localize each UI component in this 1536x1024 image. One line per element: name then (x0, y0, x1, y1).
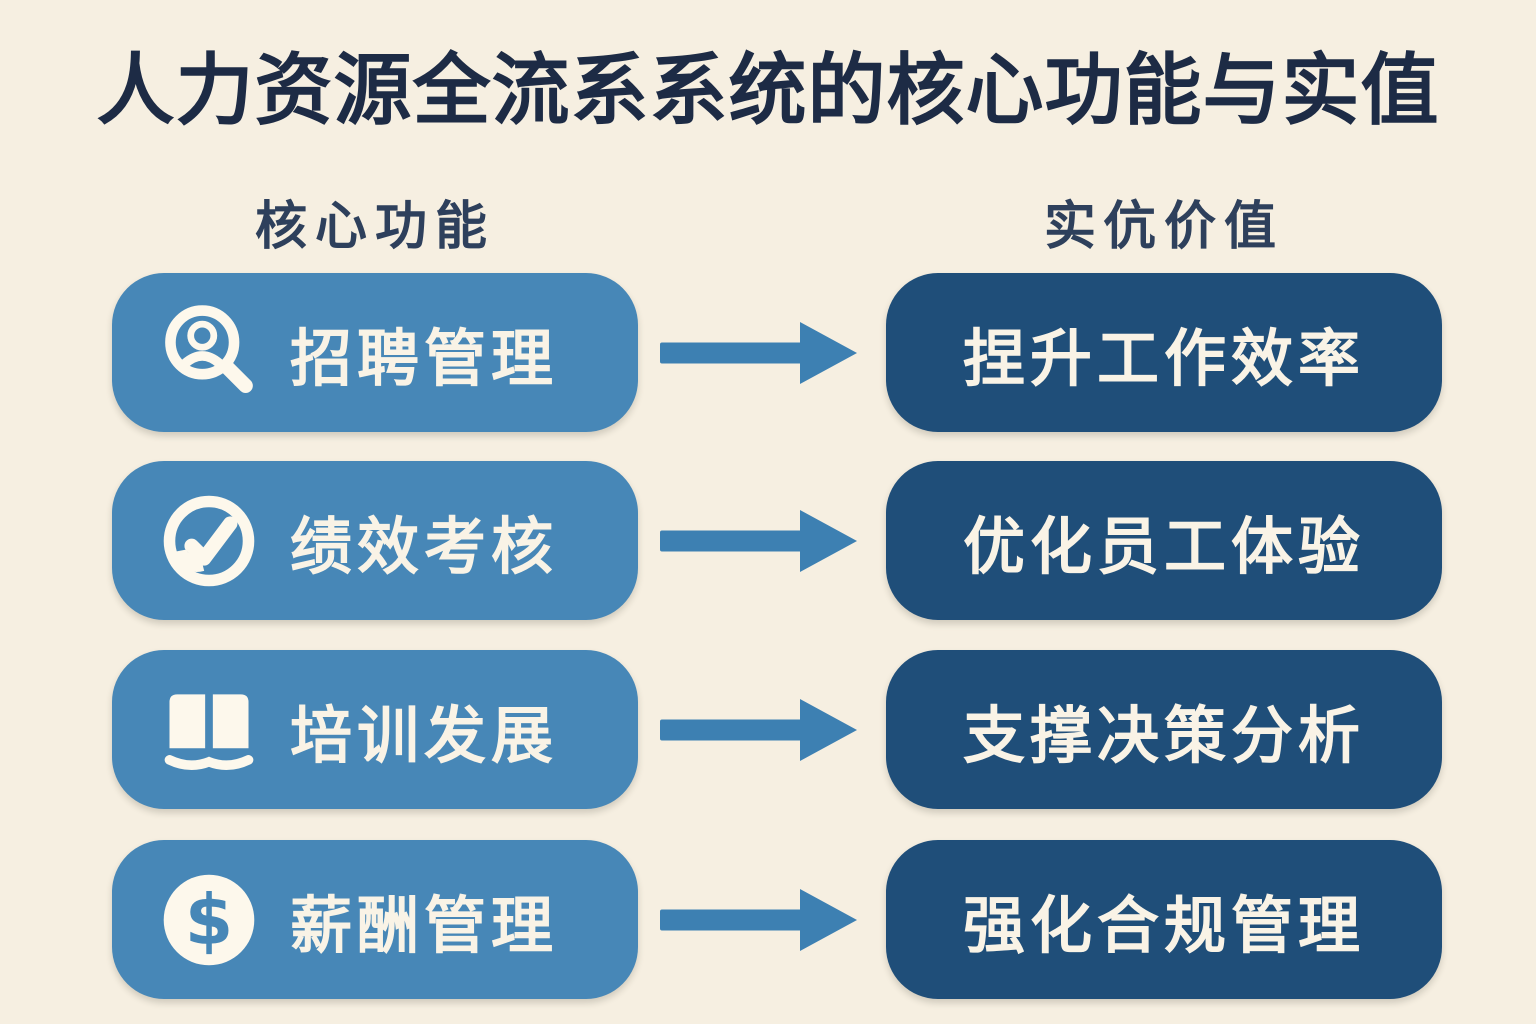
check-circle-icon (156, 488, 262, 594)
column-header-value: 实伉价值 (1043, 198, 1284, 256)
svg-text:$: $ (185, 881, 233, 961)
value-pill-efficiency: 捏升工作效率 (886, 273, 1442, 432)
arrow-right-icon (660, 461, 860, 620)
function-pill-performance: 绩效考核 (112, 461, 638, 620)
arrow-right-icon (660, 840, 860, 999)
row-compensation: $ 薪酬管理 强化合规管理 (0, 840, 1536, 999)
row-performance: 绩效考核 优化员工体验 (0, 461, 1536, 620)
value-pill-experience: 优化员工体验 (886, 461, 1442, 620)
function-pill-training: 培训发展 (112, 650, 638, 809)
value-label: 支撑决策分析 (962, 701, 1365, 771)
value-pill-compliance: 强化合规管理 (886, 840, 1442, 999)
arrow-right-icon (660, 650, 860, 809)
function-label: 绩效考核 (290, 512, 559, 582)
function-label: 薪酬管理 (290, 891, 559, 961)
open-book-icon (156, 677, 262, 783)
function-label: 招聘管理 (290, 324, 559, 394)
value-label: 强化合规管理 (962, 891, 1365, 961)
column-header-core-functions: 核心功能 (254, 198, 495, 256)
arrow-right-icon (660, 273, 860, 432)
page-title: 人力资源全流系系统的核心功能与实值 (96, 46, 1440, 134)
row-recruitment: 招聘管理 捏升工作效率 (0, 273, 1536, 432)
dollar-circle-icon: $ (156, 867, 262, 973)
value-label: 优化员工体验 (962, 512, 1365, 582)
user-search-icon (156, 300, 262, 406)
function-pill-compensation: $ 薪酬管理 (112, 840, 638, 999)
value-label: 捏升工作效率 (962, 324, 1365, 394)
function-pill-recruitment: 招聘管理 (112, 273, 638, 432)
row-training: 培训发展 支撑决策分析 (0, 650, 1536, 809)
value-pill-analytics: 支撑决策分析 (886, 650, 1442, 809)
function-label: 培训发展 (290, 701, 559, 771)
